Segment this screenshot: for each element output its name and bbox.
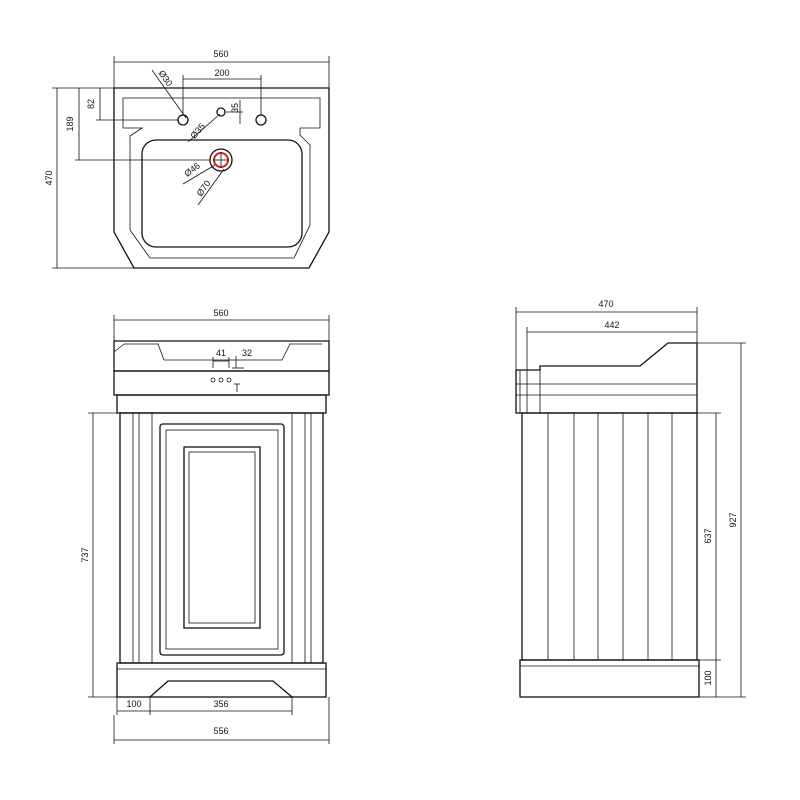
front-plinth-side-label: 100 (126, 699, 141, 709)
basin-outer-outline (113, 87, 330, 269)
tap-hole-left (177, 114, 189, 126)
side-plinth-height-label: 100 (703, 670, 713, 685)
plan-tap-hole-dia-label: Ø30 (156, 68, 174, 88)
side-cabinet-depth-label: 442 (604, 320, 619, 330)
plan-tap-spacing-label: 200 (214, 68, 229, 78)
front-top-width-label: 560 (213, 308, 228, 318)
front-cabinet-height-label: 737 (80, 547, 90, 562)
side-overall-depth-label: 470 (598, 299, 613, 309)
front-tap-hole-spacing-label: 41 (216, 348, 226, 358)
front-cabinet-body (119, 412, 324, 664)
side-cabinet-height-label: 637 (703, 528, 713, 543)
front-door-panel (183, 446, 261, 629)
plan-centre-offset-label: 35 (230, 103, 240, 113)
side-overall-height-label: 927 (728, 512, 738, 527)
side-plinth (519, 659, 700, 698)
front-view: 41 32 560 737 (80, 308, 330, 744)
plan-view: 560 200 470 189 82 35 Ø30 Ø35 Ø46 Ø70 (44, 49, 330, 269)
front-tap-hole-height-label: 32 (242, 348, 252, 358)
front-base-width-label: 556 (213, 726, 228, 736)
plan-centre-hole-dia-label: Ø35 (188, 121, 207, 140)
plan-depth-label: 470 (44, 170, 54, 185)
basin-rim-outline (122, 97, 321, 259)
plan-tap-to-back-label: 82 (86, 99, 96, 109)
front-basin-face (113, 370, 330, 396)
basin-bowl (141, 139, 303, 248)
front-door (159, 423, 285, 656)
plan-width-label: 560 (213, 49, 228, 59)
tap-hole-centre (216, 107, 226, 117)
front-plinth (116, 662, 327, 698)
front-plinth-centre-label: 356 (213, 699, 228, 709)
side-basin-profile (515, 342, 698, 414)
plan-waste-dia-label: Ø46 (182, 160, 202, 178)
plan-waste-to-back-label: 189 (65, 116, 75, 131)
side-view: 470 442 927 637 100 (515, 299, 746, 698)
tap-hole-right (255, 114, 267, 126)
